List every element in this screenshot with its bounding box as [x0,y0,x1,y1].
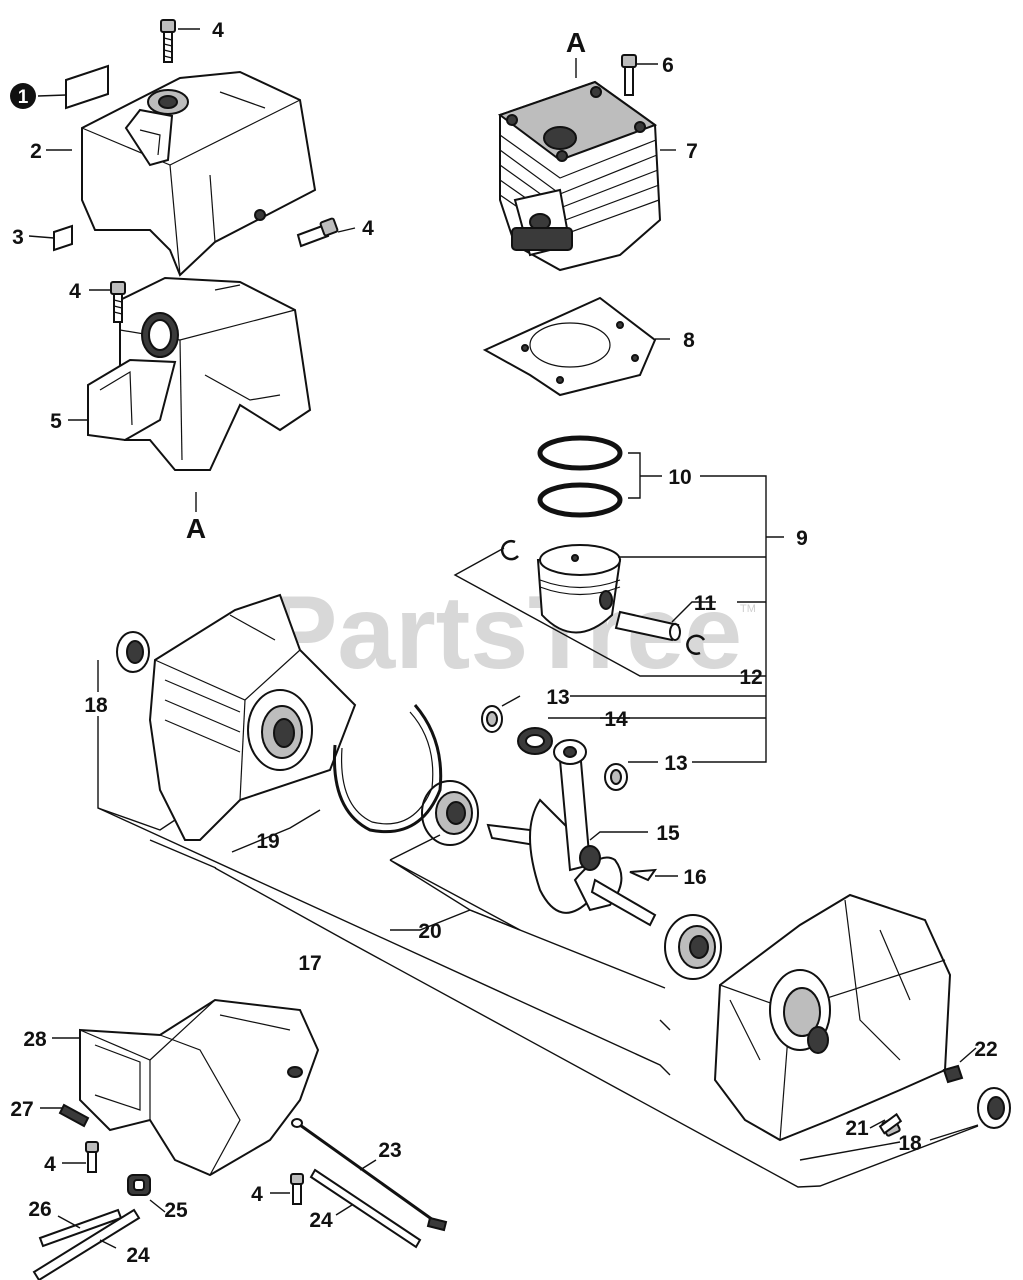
label-15: 15 [656,822,680,845]
label-26: 26 [28,1198,51,1221]
label-18: 18 [898,1132,922,1155]
label-4: 4 [69,280,81,303]
oil-seal-part-1[interactable] [116,631,150,673]
piston-clip-part-1[interactable] [500,539,519,561]
rubber-plug-part[interactable] [58,1103,90,1128]
cylinder-part[interactable] [497,80,662,272]
piston-part[interactable] [536,544,622,634]
crankcase-screw-part[interactable] [878,1112,903,1137]
grommet-part[interactable] [127,1174,151,1196]
label-13: 13 [546,686,569,709]
watermark-trademark: TM [740,603,756,615]
rod-part-24b[interactable] [309,1168,422,1249]
label-24: 24 [126,1244,150,1267]
label-23: 23 [378,1139,401,1162]
screw-part-1[interactable] [160,19,176,63]
shroud-part[interactable] [87,276,312,471]
screw-part-3[interactable] [110,281,126,323]
reference-mark-top: A [566,27,586,58]
thrust-washer-part-2[interactable] [604,763,628,791]
label-8: 8 [683,329,695,352]
label-24: 24 [309,1209,333,1232]
top-cover-part[interactable] [81,70,317,277]
piston-ring-part-1[interactable] [537,435,623,471]
bottom-cover-part[interactable] [79,998,320,1177]
label-7: 7 [686,140,698,163]
label-4: 4 [362,217,374,240]
screw-part-4[interactable] [85,1141,99,1173]
piston-pin-part[interactable] [614,610,681,642]
label-28: 28 [23,1028,47,1051]
decal-part[interactable] [65,64,109,110]
label-16: 16 [683,866,706,889]
piston-clip-part-2[interactable] [686,634,706,655]
label-14: 14 [604,708,628,731]
woodruff-key-part[interactable] [629,868,658,882]
oil-seal-part-2[interactable] [977,1087,1011,1129]
callout-badge-number: 1 [18,87,29,108]
label-19: 19 [256,830,279,853]
label-12: 12 [739,666,762,689]
cylinder-screw-part[interactable] [621,54,637,96]
callout-badge: 1 [10,83,36,109]
leader-lines [28,28,979,1249]
label-13: 13 [664,752,687,775]
reference-mark-bottom: A [186,513,206,544]
ball-bearing-part-2[interactable] [664,914,722,980]
crankcase-right-part[interactable] [713,893,952,1142]
label-27: 27 [10,1098,33,1121]
piston-ring-part-2[interactable] [537,482,623,518]
screw-part-5[interactable] [290,1173,304,1205]
label-21: 21 [845,1117,869,1140]
label-4: 4 [251,1183,263,1206]
label-22: 22 [974,1038,997,1061]
label-17: 17 [298,952,321,975]
label-3: 3 [12,226,24,249]
label-2: 2 [30,140,42,163]
crankcase-left-part[interactable] [148,593,357,841]
label-18: 18 [84,694,108,717]
label-9: 9 [796,527,808,550]
nut-part[interactable] [942,1064,964,1084]
label-6: 6 [662,54,674,77]
crankcase-gasket-part[interactable] [332,704,443,834]
small-decal-part[interactable] [53,224,73,252]
label-4: 4 [44,1153,56,1176]
crankshaft-part[interactable] [486,739,657,927]
thrust-washer-part-1[interactable] [481,705,503,733]
rod-part-24a[interactable] [32,1208,141,1280]
label-5: 5 [50,410,62,433]
label-25: 25 [164,1199,188,1222]
needle-bearing-part[interactable] [517,727,553,755]
screw-part-2[interactable] [296,217,339,248]
label-20: 20 [418,920,441,943]
cylinder-gasket-part[interactable] [482,296,657,397]
cable-part[interactable] [291,1118,448,1232]
label-4: 4 [212,19,224,42]
label-11: 11 [694,592,717,615]
label-10: 10 [668,466,691,489]
